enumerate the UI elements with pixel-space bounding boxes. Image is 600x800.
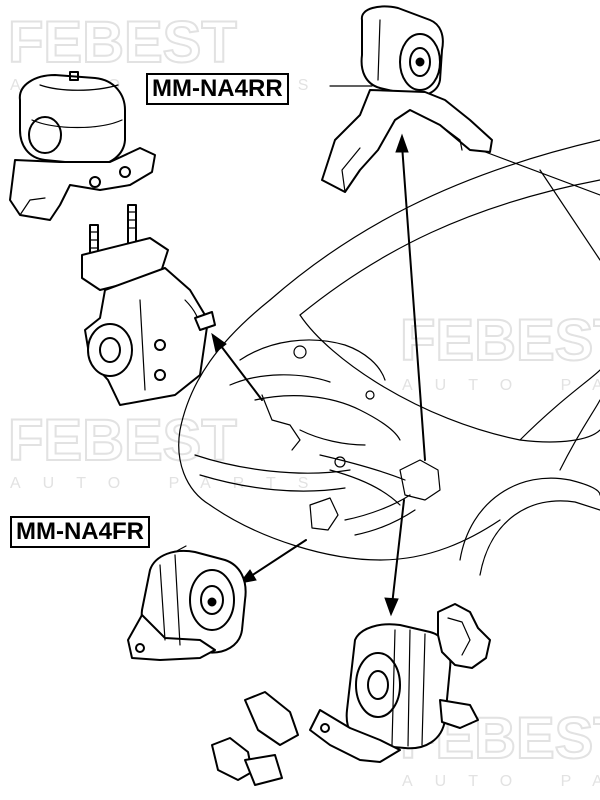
engine-bay-details: [229, 339, 441, 536]
rear-mount-label: MM-NA4RR: [146, 73, 289, 105]
svg-text:AUTO PARTS: AUTO PARTS: [402, 773, 600, 790]
svg-text:AUTO PARTS: AUTO PARTS: [402, 377, 600, 394]
arrow-to-right-mount: [384, 499, 405, 617]
svg-text:FEBEST: FEBEST: [8, 408, 237, 473]
watermark-middle-right: FEBEST AUTO PARTS: [399, 307, 600, 394]
arrow-to-left-mount: [211, 332, 263, 401]
car-body-outline: [178, 139, 600, 576]
front-mount-label: MM-NA4FR: [10, 516, 150, 548]
arrow-to-rear-mount: [395, 133, 426, 461]
rear-mount-part: [321, 5, 493, 193]
front-mount-part: [127, 550, 247, 661]
right-mount-part: [211, 603, 491, 786]
watermark-middle-left: FEBEST AUTO PARTS: [7, 407, 330, 492]
svg-text:FEBEST: FEBEST: [8, 10, 237, 75]
arrow-to-front-mount: [238, 539, 307, 584]
left-bracket-part: [81, 204, 216, 406]
svg-text:AUTO PARTS: AUTO PARTS: [10, 475, 330, 492]
left-upper-mount-part: [9, 71, 156, 221]
svg-text:FEBEST: FEBEST: [400, 308, 600, 373]
